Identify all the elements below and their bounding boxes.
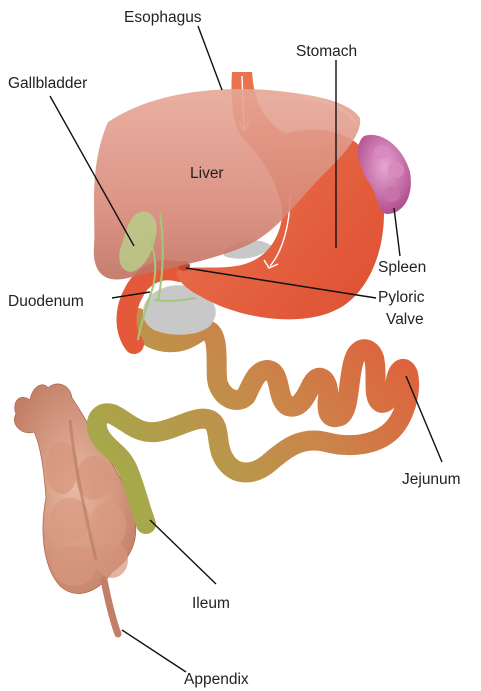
appendix-leader <box>122 630 186 672</box>
esophagus-leader <box>198 26 222 90</box>
jejunum-label: Jejunum <box>402 471 461 488</box>
stomach-label: Stomach <box>296 43 357 60</box>
spleen-leader <box>394 208 400 256</box>
liver-label: Liver <box>190 165 224 182</box>
pyloric-valve-label-line2: Valve <box>386 311 424 328</box>
appendix <box>104 580 118 634</box>
jejunum-leader <box>406 376 442 462</box>
ileum-label: Ileum <box>192 595 230 612</box>
gallbladder-label: Gallbladder <box>8 75 87 92</box>
pyloric-valve-label-line1: Pyloric <box>378 289 425 306</box>
ileum-leader <box>150 520 216 584</box>
spleen-label: Spleen <box>378 259 426 276</box>
duodenum-label: Duodenum <box>8 293 84 310</box>
appendix-label: Appendix <box>184 671 249 688</box>
esophagus-label: Esophagus <box>124 9 202 26</box>
small-intestine <box>97 318 409 524</box>
